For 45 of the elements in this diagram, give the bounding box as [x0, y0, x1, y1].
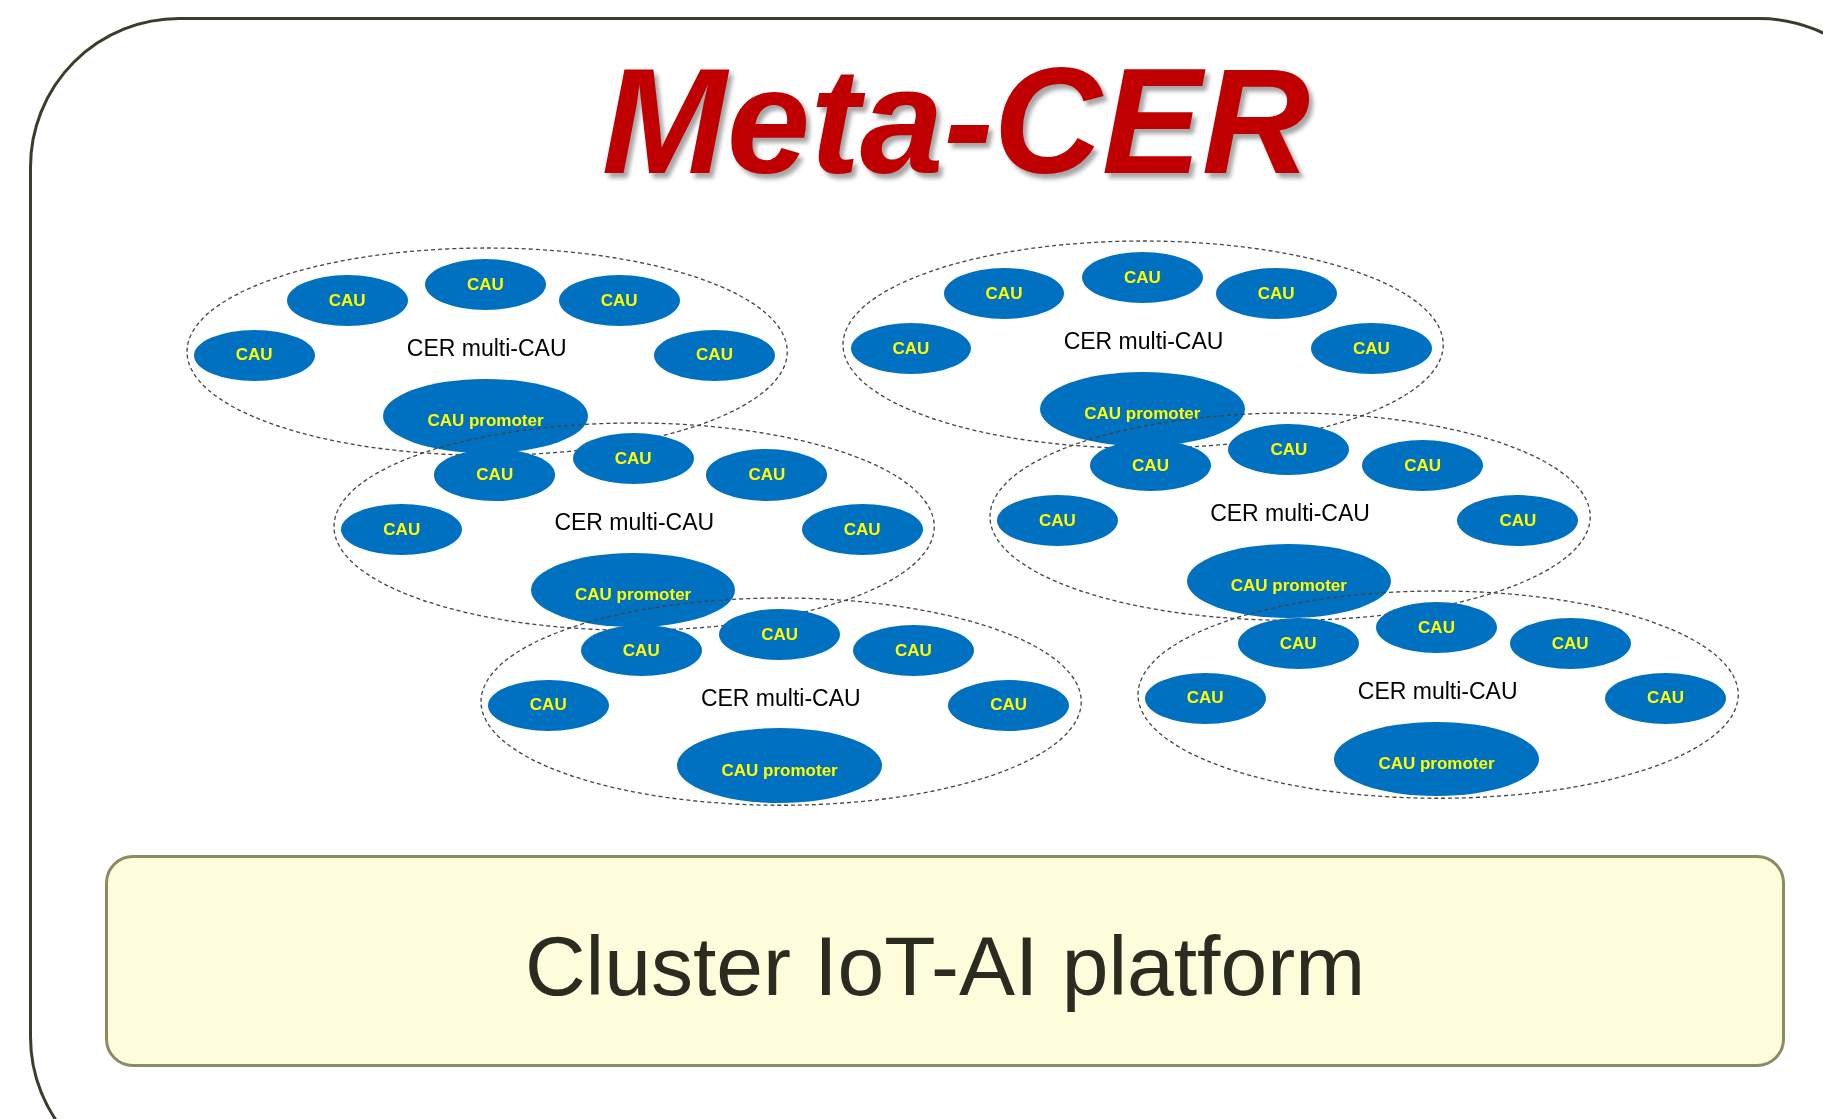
unit-ellipse: CAU — [286, 275, 408, 327]
cluster-label: CER multi-CAU — [1357, 677, 1518, 707]
promoter-ellipse: CAU promoter — [383, 378, 588, 453]
unit-ellipse: CAU — [1144, 672, 1266, 724]
cluster-label: CER multi-CAU — [554, 508, 715, 538]
unit-ellipse: CAU — [852, 625, 974, 677]
unit-ellipse: CAU — [706, 449, 828, 501]
unit-ellipse: CAU — [193, 329, 315, 381]
cluster-label: CER multi-CAU — [1063, 327, 1224, 357]
unit-ellipse: CAU — [1090, 440, 1211, 492]
promoter-ellipse: CAU promoter — [530, 552, 736, 628]
unit-ellipse: CAU — [1376, 601, 1497, 653]
unit-ellipse: CAU — [943, 268, 1065, 320]
platform-box: Cluster IoT-AI platform — [105, 855, 1785, 1067]
unit-ellipse: CAU — [801, 504, 923, 556]
unit-ellipse: CAU — [1605, 672, 1726, 724]
unit-ellipse: CAU — [434, 449, 556, 501]
title-heading: Meta-CER — [600, 46, 1312, 196]
promoter-ellipse: CAU promoter — [1334, 721, 1539, 796]
frame — [29, 17, 1823, 1119]
unit-ellipse: CAU — [1457, 494, 1579, 546]
unit-ellipse: CAU — [572, 433, 694, 485]
unit-ellipse: CAU — [341, 504, 463, 556]
promoter-ellipse: CAU promoter — [1186, 543, 1392, 618]
unit-ellipse: CAU — [948, 679, 1070, 731]
unit-ellipse: CAU — [558, 275, 680, 327]
unit-ellipse: CAU — [850, 322, 972, 374]
promoter-ellipse: CAU promoter — [677, 728, 882, 803]
unit-ellipse: CAU — [1509, 618, 1631, 670]
cluster-label: CER multi-CAU — [700, 684, 861, 713]
unit-ellipse: CAU — [1215, 268, 1337, 320]
unit-ellipse: CAU — [719, 608, 841, 660]
unit-ellipse: CAU — [1228, 423, 1350, 475]
unit-ellipse: CAU — [1362, 440, 1483, 492]
unit-ellipse: CAU — [1310, 322, 1432, 374]
promoter-ellipse: CAU promoter — [1040, 371, 1245, 446]
cluster-label: CER multi-CAU — [1210, 499, 1370, 529]
unit-ellipse: CAU — [1081, 251, 1203, 303]
unit-ellipse: CAU — [487, 679, 609, 731]
unit-ellipse: CAU — [425, 258, 546, 310]
unit-ellipse: CAU — [580, 625, 702, 677]
unit-ellipse: CAU — [1237, 618, 1359, 670]
unit-ellipse: CAU — [997, 494, 1118, 546]
cluster-label: CER multi-CAU — [406, 334, 567, 364]
unit-ellipse: CAU — [654, 329, 775, 381]
